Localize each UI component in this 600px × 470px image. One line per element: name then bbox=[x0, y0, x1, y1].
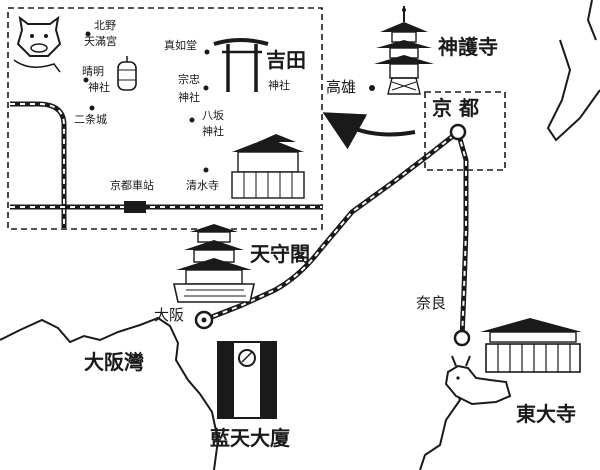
jingoji-pagoda-icon bbox=[374, 6, 434, 95]
inset-railway-north bbox=[10, 101, 67, 228]
aiten-building-icon bbox=[217, 341, 277, 419]
label-seimei-shrine: 神社 bbox=[88, 81, 110, 94]
munetada-dot bbox=[203, 85, 209, 91]
cow-icon bbox=[13, 15, 62, 73]
zoom-arrow bbox=[322, 112, 416, 150]
label-kyoto-station: 京都車站 bbox=[110, 179, 154, 192]
label-kiyomizu: 清水寺 bbox=[186, 179, 219, 192]
kitano-dot bbox=[85, 31, 91, 37]
deer-icon bbox=[444, 355, 512, 406]
label-yasaka-shrine: 神社 bbox=[202, 125, 224, 138]
label-yasaka: 八坂 bbox=[202, 109, 224, 122]
torii-gate-icon bbox=[213, 38, 269, 92]
label-takao: 高雄 bbox=[326, 78, 357, 96]
kyoto-station-marker bbox=[449, 123, 467, 141]
label-osaka-bay: 大阪灣 bbox=[84, 350, 144, 374]
label-munetada: 宗忠 bbox=[178, 73, 200, 86]
label-kyoto: 京 都 bbox=[432, 96, 479, 120]
label-nijo: 二条城 bbox=[74, 113, 107, 126]
label-aiten-building: 藍天大廈 bbox=[210, 426, 290, 450]
seimei-dot bbox=[83, 77, 89, 83]
shinnyodo-dot bbox=[204, 49, 210, 55]
label-jingoji: 神護寺 bbox=[438, 35, 498, 59]
kyoto-dashed-box bbox=[424, 91, 506, 171]
kiyomizu-temple-icon bbox=[231, 134, 305, 199]
takao-dot bbox=[369, 85, 375, 91]
seimei-lantern-icon bbox=[117, 56, 137, 91]
label-tenshukaku: 天守閣 bbox=[250, 242, 310, 266]
label-yoshida-shrine: 神社 bbox=[268, 79, 290, 92]
nijo-dot bbox=[89, 105, 95, 111]
label-seimei: 晴明 bbox=[82, 65, 104, 78]
coastline-north bbox=[586, 0, 597, 41]
label-osaka: 大阪 bbox=[154, 306, 185, 324]
label-todaiji: 東大寺 bbox=[516, 402, 576, 426]
rail-kyoto-nara bbox=[455, 131, 469, 339]
kiyomizu-dot bbox=[203, 167, 209, 173]
coastline-northeast bbox=[546, 39, 600, 142]
label-munetada-shrine: 神社 bbox=[178, 91, 200, 104]
osaka-castle-icon bbox=[173, 224, 255, 303]
label-yoshida: 吉田 bbox=[266, 48, 306, 72]
label-tenmangu: 天滿宮 bbox=[84, 35, 117, 48]
label-kitano: 北野 bbox=[94, 19, 116, 32]
yasaka-dot bbox=[189, 117, 195, 123]
label-nara: 奈良 bbox=[416, 294, 447, 312]
coastline bbox=[0, 316, 220, 470]
city-inset-frame bbox=[7, 7, 323, 230]
kyoto-station-block bbox=[124, 201, 146, 213]
label-shinnyodo: 真如堂 bbox=[164, 39, 197, 52]
nara-station-marker bbox=[453, 329, 471, 347]
todaiji-temple-icon bbox=[480, 318, 582, 373]
